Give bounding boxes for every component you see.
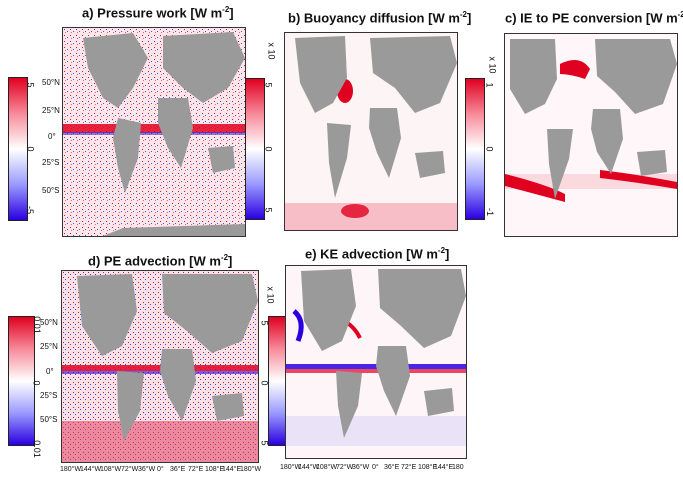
- colorbar-c-mid: 0: [484, 146, 495, 152]
- buoyancy-diffusion-field: [285, 33, 457, 230]
- colorbar-b-min: 5: [263, 207, 274, 213]
- lon-d-9: 144°E: [222, 466, 242, 473]
- colorbar-c: [465, 78, 485, 220]
- land-a: [83, 32, 245, 236]
- lat-d-3: 25°S: [40, 391, 58, 400]
- panel-e-title: e) KE advection [W m-2]: [305, 246, 450, 262]
- colorbar-c-max: 1: [484, 82, 495, 88]
- colorbar-e-min: 5: [259, 440, 270, 446]
- land-b: [295, 36, 457, 198]
- map-pressure-work: [62, 27, 246, 237]
- lat-a-2: 0°: [48, 132, 56, 141]
- lon-e-4: 36°W: [352, 464, 370, 471]
- ie-pe-conversion-field: [505, 34, 677, 236]
- lon-d-3: 72°W: [121, 466, 139, 473]
- lon-d-0: 180°W: [60, 466, 82, 473]
- lat-a-1: 25°N: [42, 106, 60, 115]
- panel-c-title: c) IE to PE conversion [W m-2]: [505, 10, 683, 26]
- colorbar-d-mid: 0: [31, 380, 42, 386]
- land-e: [301, 269, 466, 438]
- scale-b: x 10: [266, 42, 277, 60]
- panel-b-title: b) Buoyancy diffusion [W m-2]: [288, 10, 472, 26]
- pe-advection-field: [62, 271, 258, 462]
- lon-d-5: 0°: [157, 466, 164, 473]
- scale-c: x 10: [487, 56, 498, 74]
- colorbar-b: [245, 78, 265, 220]
- colorbar-d: [8, 316, 35, 446]
- lon-d-8: 108°E: [205, 466, 225, 473]
- lon-e-8: 108°E: [418, 464, 438, 471]
- lat-d-0: 50°N: [40, 318, 58, 327]
- colorbar-a-min: -5: [25, 205, 36, 215]
- colorbar-e-max: 5: [259, 320, 270, 326]
- lat-a-3: 25°S: [42, 158, 60, 167]
- lat-d-2: 0°: [46, 367, 54, 376]
- lon-d-6: 36°E: [170, 466, 186, 473]
- lon-e-7: 72°E: [401, 464, 417, 471]
- lon-e-6: 36°E: [384, 464, 400, 471]
- lon-d-1: 144°W: [80, 466, 102, 473]
- map-ie-pe-conversion: [504, 33, 678, 237]
- panel-d-title: d) PE advection [W m-2]: [88, 253, 233, 269]
- lon-d-2: 108°W: [100, 466, 122, 473]
- lon-d-10: 180°W: [240, 466, 262, 473]
- colorbar-e-mid: 0: [259, 380, 270, 386]
- colorbar-a-mid: 0: [25, 146, 36, 152]
- map-buoyancy-diffusion: [284, 32, 458, 231]
- lon-d-4: 36°W: [138, 466, 156, 473]
- lat-a-4: 50°S: [42, 186, 60, 195]
- lon-e-10: 180: [452, 464, 464, 471]
- map-pe-advection: [61, 270, 259, 463]
- scale-e: x 10: [265, 286, 276, 304]
- land-c: [510, 39, 677, 199]
- colorbar-c-min: -1: [485, 207, 496, 217]
- colorbar-a: [8, 77, 28, 221]
- lon-e-5: 0°: [372, 464, 379, 471]
- colorbar-d-min: 0.01: [31, 440, 42, 458]
- colorbar-a-max: 5: [25, 82, 36, 88]
- colorbar-b-max: 5: [263, 82, 274, 88]
- lon-e-9: 144°E: [434, 464, 454, 471]
- lon-d-7: 72°E: [188, 466, 204, 473]
- panel-a-title: a) Pressure work [W m-2]: [82, 5, 234, 21]
- lat-d-4: 50°S: [40, 415, 58, 424]
- lon-e-0: 180°W: [280, 464, 302, 471]
- land-d: [77, 274, 258, 441]
- lat-d-1: 25°N: [40, 342, 58, 351]
- ke-advection-field: [286, 266, 466, 458]
- lon-e-1: 144°W: [298, 464, 320, 471]
- lat-a-0: 50°N: [42, 78, 60, 87]
- map-ke-advection: [285, 265, 467, 459]
- lon-e-2: 108°W: [316, 464, 338, 471]
- lon-e-3: 72°W: [336, 464, 354, 471]
- colorbar-b-mid: 0: [263, 146, 274, 152]
- pressure-work-field: [63, 28, 245, 236]
